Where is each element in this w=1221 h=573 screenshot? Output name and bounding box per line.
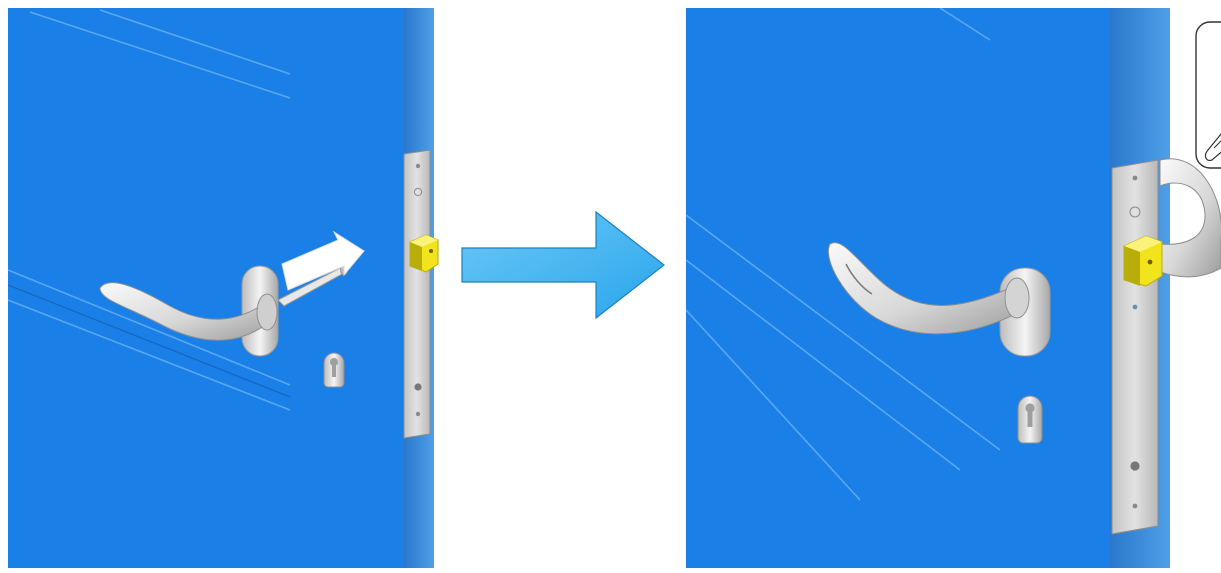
transition-arrow	[462, 212, 664, 318]
latch-bolt-left	[410, 235, 438, 272]
panel-before	[8, 8, 438, 568]
cylinder-escutcheon-right	[1018, 396, 1042, 443]
door-face-left	[8, 8, 406, 568]
lock-faceplate-left	[404, 150, 430, 438]
latch-bolt-right	[1124, 236, 1162, 286]
lock-faceplate-right	[1112, 160, 1158, 534]
cylinder-escutcheon-left	[324, 353, 344, 387]
panel-after	[686, 8, 1221, 568]
detail-callout	[1196, 22, 1221, 168]
